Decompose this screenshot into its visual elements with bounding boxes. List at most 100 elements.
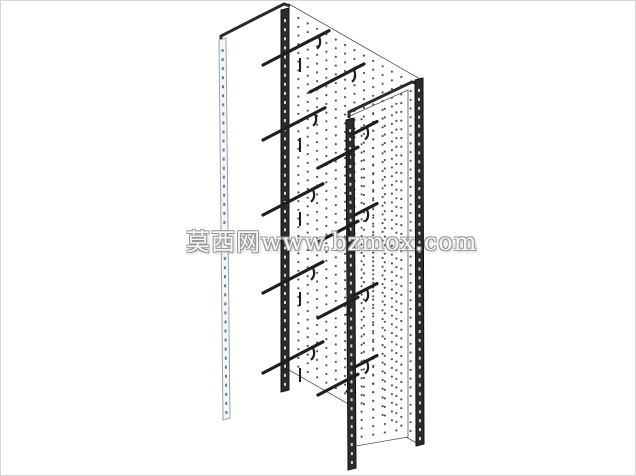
peg-hole bbox=[362, 350, 365, 353]
peg-hole bbox=[344, 252, 347, 256]
peg-hole bbox=[409, 334, 412, 337]
post-slot bbox=[349, 137, 352, 141]
peg-hole bbox=[381, 195, 384, 199]
post-slot bbox=[350, 416, 353, 420]
peg-hole bbox=[334, 273, 337, 276]
post-slot bbox=[284, 337, 286, 341]
peg-hole bbox=[316, 350, 319, 353]
peg-hole bbox=[372, 330, 375, 333]
peg-hole bbox=[344, 61, 347, 64]
post-slot bbox=[284, 55, 286, 59]
post-slot bbox=[223, 239, 226, 242]
peg-hole bbox=[395, 128, 398, 131]
peg-hole bbox=[383, 244, 386, 247]
post-slot bbox=[418, 231, 421, 235]
peg-hole bbox=[325, 233, 328, 236]
peg-hole bbox=[325, 268, 328, 271]
peg-hole bbox=[372, 321, 375, 324]
peg-hole bbox=[360, 402, 363, 405]
peg-hole bbox=[372, 391, 375, 394]
middle-peg-hook-bend bbox=[345, 152, 351, 167]
peg-hole bbox=[395, 334, 398, 337]
peg-hole bbox=[362, 132, 365, 136]
peg-hole bbox=[372, 298, 375, 301]
peg-hole bbox=[306, 344, 309, 347]
post-slot bbox=[284, 173, 286, 177]
peg-hole bbox=[306, 144, 309, 147]
peg-hole bbox=[372, 208, 375, 211]
peg-hole bbox=[372, 163, 375, 166]
peg-hole bbox=[316, 158, 319, 161]
peg-hole bbox=[390, 70, 393, 73]
peg-hole bbox=[344, 270, 347, 273]
peg-hole bbox=[372, 264, 375, 267]
peg-hole bbox=[390, 358, 393, 361]
peg-hole bbox=[390, 393, 393, 396]
peg-hole bbox=[381, 187, 384, 190]
peg-hole bbox=[306, 370, 309, 374]
peg-hole bbox=[400, 154, 403, 157]
post-slot bbox=[350, 452, 353, 456]
peg-hole bbox=[325, 355, 328, 358]
peg-hole bbox=[390, 410, 393, 413]
peg-hole bbox=[325, 207, 328, 210]
peg-hole bbox=[316, 80, 319, 83]
peg-hole bbox=[409, 281, 412, 284]
peg-hole bbox=[390, 166, 393, 169]
post-slot bbox=[418, 338, 421, 342]
post-slot bbox=[224, 311, 227, 315]
peg-hole bbox=[372, 239, 375, 242]
post-slot bbox=[349, 200, 352, 204]
peg-hole bbox=[390, 366, 393, 369]
peg-hole bbox=[372, 94, 375, 97]
peg-hole bbox=[360, 118, 363, 121]
peg-hole bbox=[316, 332, 319, 335]
peg-hole bbox=[297, 191, 300, 194]
post-slot bbox=[222, 103, 225, 107]
peg-hole bbox=[383, 210, 386, 213]
peg-hole bbox=[297, 226, 300, 229]
peg-hole bbox=[360, 293, 363, 296]
peg-hole bbox=[372, 338, 375, 341]
post-slot bbox=[418, 160, 421, 164]
peg-hole bbox=[325, 172, 328, 175]
peg-hole bbox=[395, 197, 398, 200]
front-peg-hook-bend bbox=[364, 361, 370, 375]
peg-hole bbox=[383, 150, 386, 153]
peg-hole bbox=[409, 185, 412, 188]
peg-hole bbox=[344, 261, 347, 264]
peg-hole bbox=[360, 134, 363, 137]
peg-hole bbox=[360, 377, 363, 380]
peg-hole bbox=[383, 141, 386, 145]
peg-hole bbox=[381, 239, 384, 242]
peg-hole bbox=[306, 179, 309, 182]
peg-hole bbox=[395, 162, 398, 166]
peg-hole bbox=[325, 76, 328, 79]
peg-hole bbox=[325, 94, 328, 97]
left-peg-hook bbox=[261, 260, 325, 295]
peg-hole bbox=[390, 218, 393, 221]
peg-hole bbox=[306, 126, 309, 130]
post-slot bbox=[350, 371, 353, 375]
peg-hole bbox=[344, 200, 347, 203]
peg-hole bbox=[381, 309, 384, 312]
peg-hole bbox=[344, 104, 347, 107]
peg-hole bbox=[383, 201, 386, 204]
peg-hole bbox=[362, 71, 365, 75]
post-slot bbox=[284, 382, 286, 386]
peg-hole bbox=[306, 222, 309, 225]
peg-hole bbox=[362, 98, 365, 101]
peg-hole bbox=[395, 300, 398, 303]
peg-hole bbox=[316, 245, 319, 248]
post-slot bbox=[284, 292, 286, 295]
post-slot bbox=[284, 237, 286, 241]
peg-hole bbox=[334, 169, 337, 172]
peg-hole bbox=[297, 261, 300, 264]
post-slot bbox=[418, 365, 421, 369]
peg-hole bbox=[409, 342, 412, 345]
peg-hole bbox=[372, 146, 375, 149]
middle-peg-hook bbox=[316, 219, 360, 244]
peg-hole bbox=[372, 256, 375, 259]
peg-hole bbox=[409, 273, 412, 276]
post-slot bbox=[418, 303, 421, 307]
